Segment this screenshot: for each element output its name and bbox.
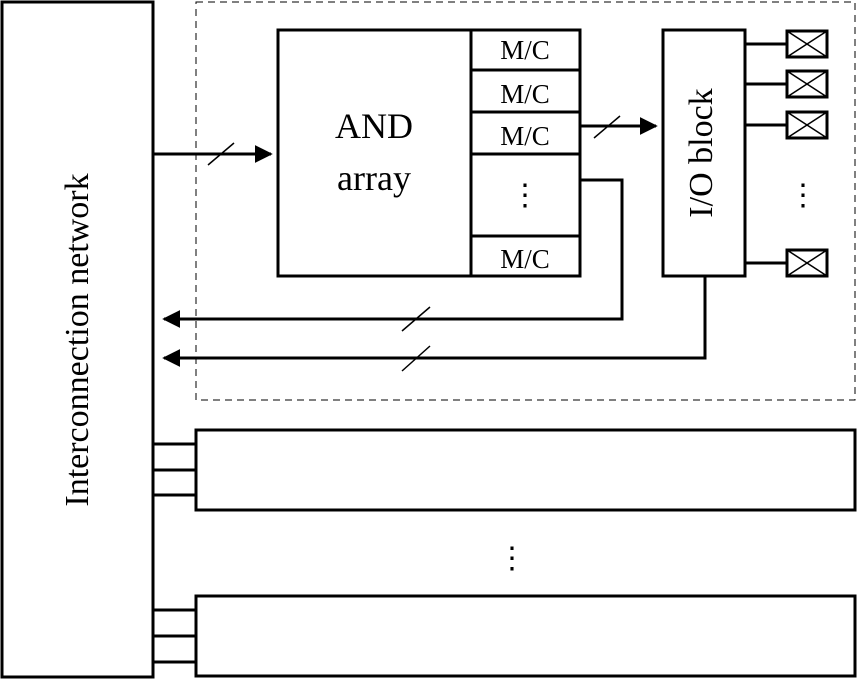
io-pin-ellipsis: ⋮ bbox=[788, 179, 818, 212]
io-pin-4 bbox=[745, 248, 829, 278]
macrocell-to-io-block-arrow bbox=[580, 115, 658, 139]
logic-block-3 bbox=[194, 594, 857, 678]
macrocell-2 bbox=[469, 68, 582, 114]
io-pin-1 bbox=[745, 29, 829, 59]
macrocell-4-label: M/C bbox=[500, 244, 550, 274]
and-array bbox=[276, 28, 473, 278]
interconnect-to-and-array-arrow bbox=[153, 142, 273, 166]
logic-block-ellipsis: ⋮ bbox=[497, 542, 527, 575]
macrocell-3-label: M/C bbox=[500, 121, 550, 151]
and-array-label-line1: AND bbox=[335, 106, 413, 146]
and-array-label-line2: array bbox=[337, 158, 411, 198]
io-block bbox=[661, 28, 747, 278]
logic-block-2 bbox=[194, 428, 857, 512]
macrocell-4 bbox=[469, 234, 582, 278]
io-feedback-arrow bbox=[162, 276, 707, 372]
logic-block-2-connections bbox=[153, 442, 196, 497]
macrocell-1-label: M/C bbox=[500, 35, 550, 65]
macrocell-2-label: M/C bbox=[500, 79, 550, 109]
macrocell-3 bbox=[469, 110, 582, 156]
macrocell-ellipsis: ⋮ bbox=[510, 179, 540, 212]
logic-block-boundary bbox=[195, 1, 856, 401]
io-pin-3 bbox=[745, 110, 829, 140]
io-block-label: I/O block bbox=[683, 88, 720, 217]
logic-block-3-connections bbox=[153, 608, 196, 664]
macrocell-feedback-arrow bbox=[162, 178, 624, 332]
interconnection-network-label: Interconnection network bbox=[59, 173, 96, 506]
interconnection-network bbox=[0, 0, 155, 679]
io-pin-2 bbox=[745, 69, 829, 99]
